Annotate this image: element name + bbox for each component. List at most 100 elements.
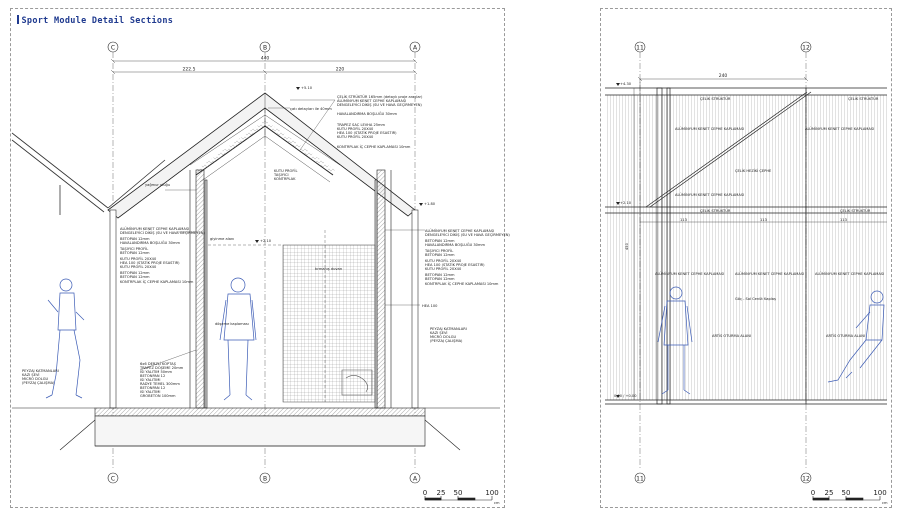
wall-note: BETOPAN 12mm [425,277,455,281]
scale-tick: 25 [825,489,834,497]
scale-tick: 50 [842,489,851,497]
floor-note: ISI YALITIMI [140,390,160,394]
standing-person-figure [657,286,693,395]
level-markers [255,87,423,243]
dim-width: 240 [719,73,728,79]
facade-note: ALÜMİNYUM KENET CEPHE KAPLAMASI [805,126,874,131]
top-dimension-lines [110,58,418,75]
floor-note: BETONPAN 12 [140,386,165,390]
level-eave: +1.80 [424,202,436,206]
level-mid: +2.10 [260,239,272,243]
misc-note: çatı detayları ile 40mm [290,107,332,111]
scale-tick: 0 [811,489,815,497]
person-figure-center [219,277,257,401]
dim-span: 113 [680,218,687,222]
grid-bubbles-left [107,41,421,484]
misc-note: TAŞIYICI [273,173,289,177]
floor-note: 6x6 DERZLİ KOPTAŞ [140,361,177,366]
floor-note: GROBETON 100mm [140,394,176,398]
dim-overall: 440 [261,56,270,62]
landscape-notes: PEYZAJ KATMANLARI KAZI ŞEVİ MICRO DOLGU … [22,369,59,385]
wall-note: BETOPAN 12mm [120,237,150,241]
floor-note: TRAPEZ DÖŞEME 20mm [139,365,184,370]
roof-note: ÇELİK STRÜKTÜR 165mm (detaylı proje araç… [337,94,423,99]
wall-note: ALÜMİNYUM KENET CEPHE KAPLAMASI [425,228,494,233]
level-top: +5.10 [301,86,313,90]
dim-left-span: 222.5 [183,67,196,73]
wall-note: HEA 100 (STATİK PROJE ESASTIR) [120,260,180,265]
floor-notes: 6x6 DERZLİ KOPTAŞ TRAPEZ DÖŞEME 20mm ISI… [139,361,184,398]
grid-label-12-bottom: 12 [802,476,810,483]
left-section: C B A C B A 440 222.5 220 [11,41,510,505]
scale-tick: 50 [454,489,463,497]
facade-cladding [605,95,887,400]
grid-label-c-bottom: C [111,476,115,483]
grid-label-a-bottom: A [413,476,418,483]
misc-note: yağmur oluğu [145,183,170,187]
wall-notes-right: ALÜMİNYUM KENET CEPHE KAPLAMASI DENGELEY… [424,228,510,286]
runner-figure [45,278,85,399]
grid-label-a-top: A [413,45,418,52]
facade-note: ARTİS OTURMA ALANI [712,333,751,338]
right-notes: ÇELİK STRÜKTÜR ÇELİK STRÜKTÜR ÇELİK HEZİ… [655,96,884,338]
floor-note: RADYE TEMEL 300mm [140,382,180,386]
leader-lines [139,99,425,371]
scale-unit: cm [494,501,500,505]
facade-note: ALÜMİNYUM KENET CEPHE KAPLAMASI [815,271,884,276]
grid-label-c-top: C [111,45,115,52]
level-mid-right: +2.10 [620,201,632,205]
misc-note: tırmanış duvarı [315,267,342,271]
wall-note: KUTU PROFİL 20X40 [120,256,157,261]
misc-note: giyinme alanı [210,237,234,241]
dim-span: 113 [840,218,847,222]
scale-tick: 100 [485,489,498,497]
dim-height: 450 [625,242,629,250]
facade-note: ALÜMİNYUM KENET CEPHE KAPLAMASI [735,271,804,276]
grid-label-b-top: B [263,45,267,52]
roof-note: ALÜMİNYUM KENET CEPHE KAPLAMASI [337,98,406,103]
landscape-notes-right: PEYZAJ KATMANLARI KAZI ŞEVİ MICRO DOLGU … [430,327,467,343]
facade-note: ALÜMİNYUM KENET CEPHE KAPLAMASI [675,192,744,197]
landscape-note: (PEYZAJ ÇALIŞMA) [22,381,55,385]
bench-figure [341,369,373,396]
floor-note: ISI YALITIMI [140,378,160,382]
wall-note: HAVALANDIRMA BOŞLUĞU 30mm [120,240,180,245]
dim-right-span: 220 [336,67,345,73]
grid-label-11-bottom: 11 [636,476,644,483]
roof-note: DENGELEYİCİ DİKİŞ (SU VE HAVA GEÇİRMEYEN… [337,102,422,107]
scale-tick: 100 [873,489,886,497]
wall-note: BETOPAN 12mm [425,253,455,257]
wall-note: BETOPAN 12mm [425,239,455,243]
wall-note: KUTU PROFİL 20X40 [120,264,157,269]
seated-person-figure [827,290,885,383]
right-dimension-lines [633,76,887,400]
wall-note: ALÜMİNYUM KENET CEPHE KAPLAMASI [120,226,189,231]
wall-notes: ALÜMİNYUM KENET CEPHE KAPLAMASI DENGELEY… [119,226,205,284]
landscape-note: MICRO DOLGU [22,377,49,381]
level-top-right: +4.30 [620,82,632,86]
misc-note: KUTU PROFİL [274,168,297,173]
facade-note: ÇELİK STRÜKTÜR [840,208,871,213]
roof-note: KUTU PROFİL 20X40 [337,126,374,131]
wall-note: TAŞIYICI PROFİL [119,246,148,251]
interior-dashes [208,230,326,402]
wall-note: KONTRPLAK İÇ CEPHE KAPLAMASI 10mm [425,281,499,286]
climbing-wall-mesh [282,244,376,403]
facade-note: ÇELİK STRÜKTÜR [700,208,731,213]
floor-note: BETONPAN 12 [140,374,165,378]
grid-label-12-top: 12 [802,45,810,52]
right-level-markers [616,83,620,398]
wall-note: DENGELEYİCİ DİKİŞ (SU VE HAVA GEÇİRMEYEN… [425,232,510,237]
wall-note: HEA 100 (STATİK PROJE ESASTIR) [425,262,485,267]
scale-bar-left [424,496,493,501]
roof-notes: ÇELİK STRÜKTÜR 165mm (detaylı proje araç… [336,94,423,149]
facade-note: ÇELİK STRÜKTÜR [848,96,879,101]
facade-note: ARTİS OTURMA ALANI [826,333,865,338]
landscape-note: KAZI ŞEVİ [22,372,40,377]
adjacent-canopy [11,132,171,215]
wall-note: BETOPAN 12mm [120,251,150,255]
wall-note: BETOPAN 12mm [120,271,150,275]
scale-unit: cm [882,501,888,505]
facade-note: ÇELİK STRÜKTÜR [700,96,731,101]
